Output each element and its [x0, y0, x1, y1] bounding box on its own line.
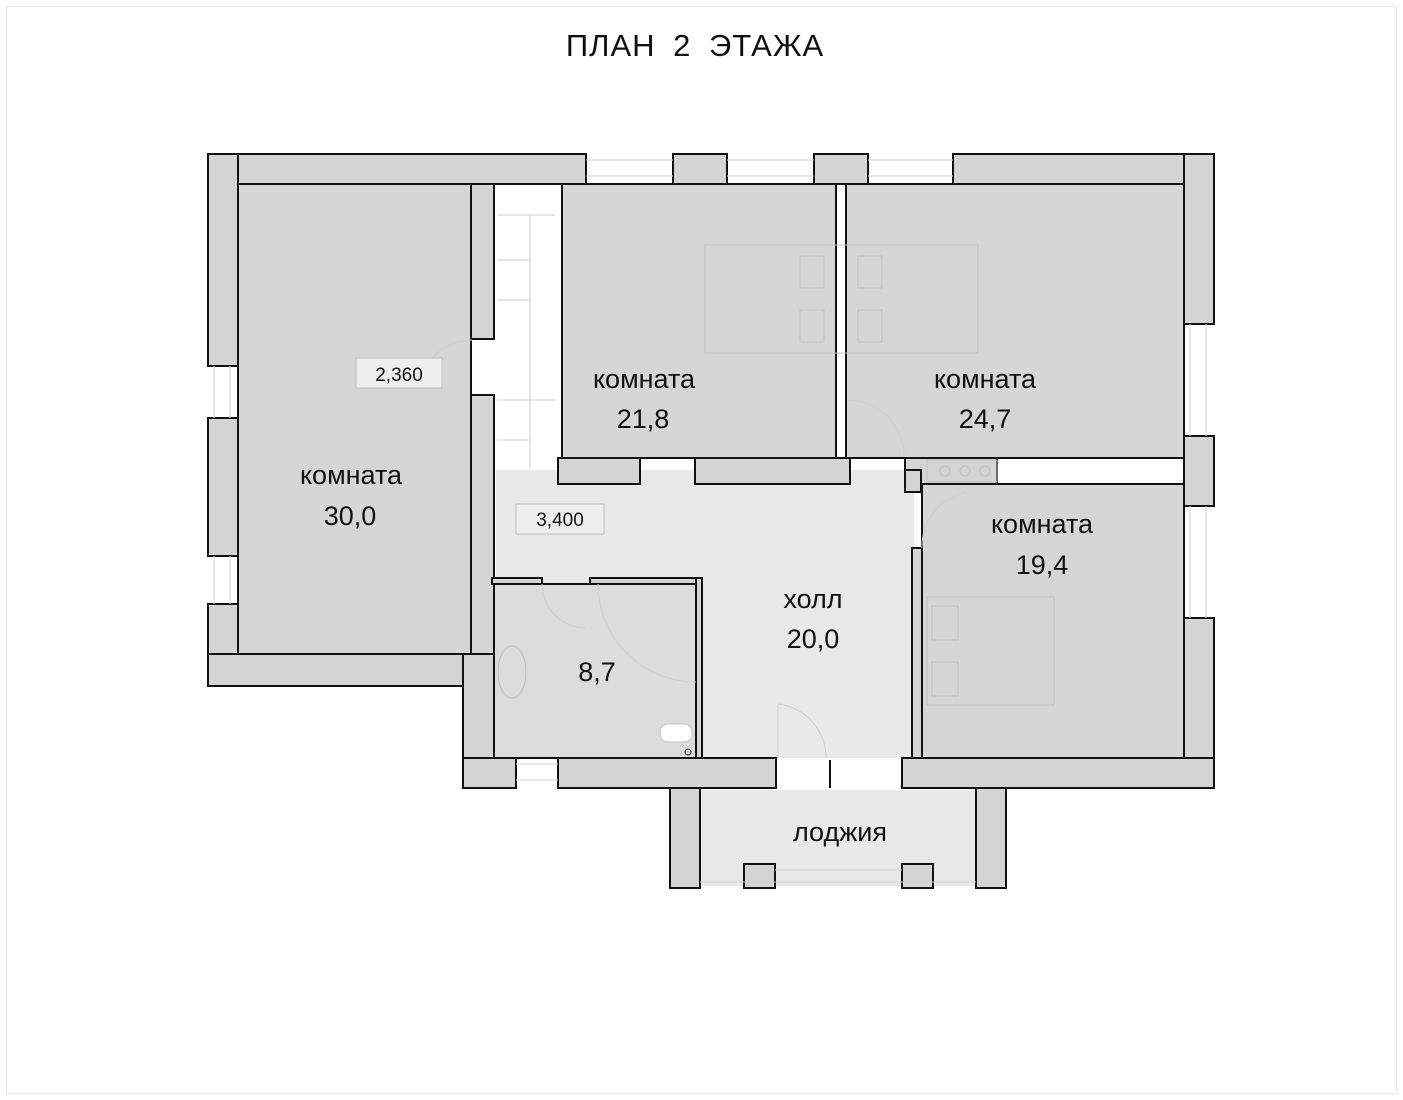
hall-area: 20,0: [787, 624, 840, 654]
bathroom-walls: [491, 577, 703, 759]
stair-lines: [498, 214, 555, 470]
windows: [213, 159, 1207, 883]
level-mark-box-1: [355, 357, 443, 389]
room-north-center: [561, 183, 837, 459]
level-mark-2: 3,400: [536, 510, 584, 531]
room-west-area: 30,0: [324, 501, 377, 531]
level-mark-1: 2,360: [375, 365, 423, 386]
room-south-east: [921, 483, 1185, 759]
plan-title: ПЛАН 2 ЭТАЖА: [565, 28, 825, 63]
walls: [207, 153, 1215, 889]
hall-name: холл: [783, 584, 842, 614]
bathroom-area: 8,7: [578, 657, 616, 687]
drawing-frame: [6, 6, 1397, 1094]
room-north-east: [845, 183, 1185, 459]
door-swings: [419, 339, 967, 788]
room-north-east-name: комната: [934, 364, 1037, 394]
room-north-center-name: комната: [593, 364, 696, 394]
level-mark-box-2: [515, 503, 605, 535]
room-north-center-area: 21,8: [617, 404, 670, 434]
room-south-east-name: комната: [991, 509, 1094, 539]
room-north-east-area: 24,7: [959, 404, 1012, 434]
loggia-name: лоджия: [793, 817, 887, 847]
room-south-east-area: 19,4: [1016, 550, 1069, 580]
room-west-name: комната: [300, 460, 403, 490]
furniture: [497, 244, 1055, 756]
room-west: [237, 183, 472, 655]
